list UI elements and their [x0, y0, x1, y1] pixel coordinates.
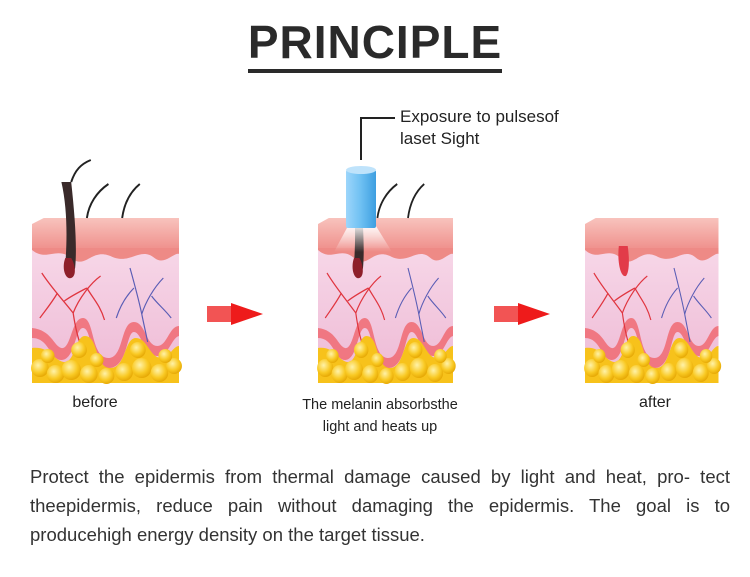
callout-line-1: Exposure to pulsesof	[400, 107, 559, 126]
caption-before: before	[72, 394, 118, 411]
skin-block-absorbing	[316, 182, 457, 385]
caption-after: after	[638, 394, 671, 411]
description-paragraph: Protect the epidermis from thermal damag…	[30, 466, 730, 545]
caption-absorbing-line-1: The melanin absorbsthe	[302, 397, 458, 413]
skin-block-before	[30, 159, 183, 385]
laser-callout: Exposure to pulsesof laset Sight	[400, 106, 559, 150]
hair-follicle-icon	[61, 182, 76, 276]
arrow-right-icon	[494, 303, 550, 325]
caption-absorbing: The melanin absorbsthe light and heats u…	[270, 394, 490, 438]
arrow-right-icon	[207, 303, 263, 325]
callout-line-2: laset Sight	[400, 129, 480, 148]
page-title: PRINCIPLE	[0, 14, 750, 73]
skin-block-after	[583, 217, 722, 385]
laser-beam	[334, 226, 392, 252]
callout-leader-line	[360, 117, 395, 160]
laser-handpiece-icon	[346, 166, 376, 228]
caption-absorbing-line-2: light and heats up	[322, 419, 438, 435]
